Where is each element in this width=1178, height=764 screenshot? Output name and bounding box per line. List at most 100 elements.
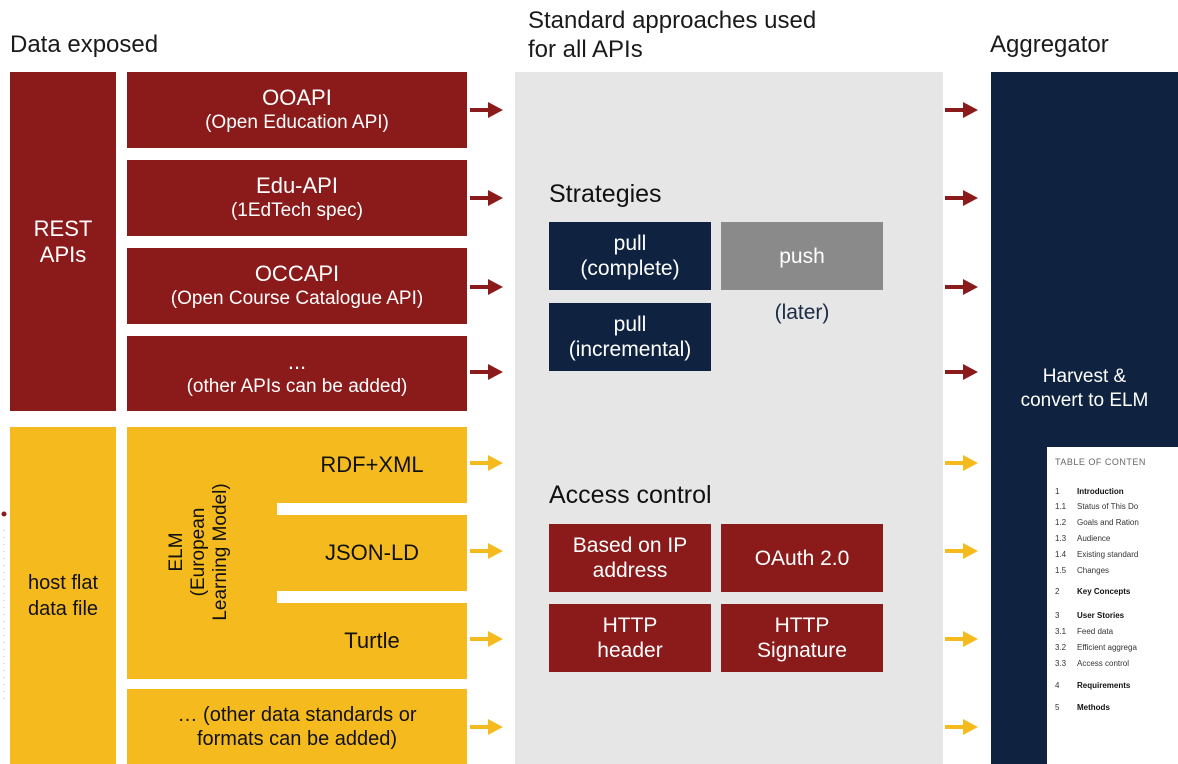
header-data-exposed: Data exposed xyxy=(10,31,159,58)
toc-row-number: 5 xyxy=(1055,703,1060,712)
format-label-rdf-xml: RDF+XML xyxy=(320,452,424,477)
api-sub: (Open Course Catalogue API) xyxy=(170,288,424,309)
toc-row-number: 1 xyxy=(1055,487,1060,496)
pull-complete-line1: pull xyxy=(613,232,647,255)
push-label: push xyxy=(779,244,825,268)
toc-row-text: Access control xyxy=(1077,659,1130,668)
flat-label-line2: data file xyxy=(27,597,99,620)
rest-apis-label: REST APIs xyxy=(10,72,116,411)
http-sig-line2: Signature xyxy=(757,639,847,662)
arrow-right-icon xyxy=(945,543,978,559)
toc-row-number: 3 xyxy=(1055,611,1060,620)
api-box-occapi: OCCAPI (Open Course Catalogue API) xyxy=(127,248,467,324)
http-header-line1: HTTP xyxy=(602,614,658,637)
toc-row-number: 1.1 xyxy=(1055,502,1067,511)
spec-document-thumbnail: TABLE OF CONTEN 1 Introduction 1.1 Status o… xyxy=(1047,447,1178,764)
arrow-right-icon xyxy=(945,102,978,118)
toc-row-text: Goals and Ration xyxy=(1077,518,1139,527)
toc-row-text: Changes xyxy=(1077,566,1110,575)
access-control-title: Access control xyxy=(549,481,712,509)
toc-row-number: 3.3 xyxy=(1055,659,1067,668)
toc-row-text: Efficient aggrega xyxy=(1077,643,1137,652)
harvest-line1: Harvest & xyxy=(1042,366,1127,387)
arrow-right-icon xyxy=(470,719,503,735)
toc-row-number: 1.4 xyxy=(1055,550,1067,559)
toc-row-number: 4 xyxy=(1055,681,1060,690)
format-label-turtle: Turtle xyxy=(344,628,400,653)
push-later-label: (later) xyxy=(774,301,830,324)
toc-row-number: 1.3 xyxy=(1055,534,1067,543)
api-name: OCCAPI xyxy=(254,261,340,286)
header-standard-line1: Standard approaches used xyxy=(528,7,817,34)
toc-row-number: 1.5 xyxy=(1055,566,1067,575)
arrow-right-icon xyxy=(945,364,978,380)
toc-row-text: Key Concepts xyxy=(1077,587,1131,596)
api-box-ooapi: OOAPI (Open Education API) xyxy=(127,72,467,148)
access-ip-address: Based on IP address xyxy=(549,524,711,592)
toc-row-number: 2 xyxy=(1055,587,1060,596)
toc-row-text: Feed data xyxy=(1077,627,1114,636)
arrow-right-icon xyxy=(470,543,503,559)
toc-row-text: Introduction xyxy=(1077,487,1124,496)
arrow-right-icon xyxy=(470,364,503,380)
api-name: OOAPI xyxy=(262,85,332,110)
ip-line2: address xyxy=(592,559,668,582)
access-http-signature: HTTP Signature xyxy=(721,604,883,672)
arrow-right-icon xyxy=(470,279,503,295)
http-header-line2: header xyxy=(597,639,663,662)
toc-row-number: 3.2 xyxy=(1055,643,1067,652)
toc-title: TABLE OF CONTEN xyxy=(1055,457,1146,467)
toc-row-number: 3.1 xyxy=(1055,627,1067,636)
arrow-right-icon xyxy=(945,631,978,647)
api-box-edu-api: Edu-API (1EdTech spec) xyxy=(127,160,467,236)
api-name: ... xyxy=(287,348,307,374)
access-oauth: OAuth 2.0 xyxy=(721,524,883,592)
toc-row-text: Existing standard xyxy=(1077,550,1139,559)
header-standard-line2: for all APIs xyxy=(528,36,643,63)
strategies-title: Strategies xyxy=(549,180,662,208)
toc-row-number: 1.2 xyxy=(1055,518,1067,527)
api-name: Edu-API xyxy=(256,173,338,198)
edge-dots xyxy=(0,510,8,710)
strategy-pull-incremental: pull (incremental) xyxy=(549,303,711,371)
toc-row-text: Status of This Do xyxy=(1077,502,1139,511)
format-box-rdf-xml xyxy=(127,427,467,503)
pull-incremental-line1: pull xyxy=(613,313,647,336)
harvest-line2: convert to ELM xyxy=(1020,390,1149,411)
toc-row-text: Requirements xyxy=(1077,681,1131,690)
api-sub: (1EdTech spec) xyxy=(230,200,363,221)
http-sig-line1: HTTP xyxy=(774,614,830,637)
toc-row-text: Methods xyxy=(1077,703,1110,712)
format-label-json-ld: JSON-LD xyxy=(324,540,420,565)
arrow-right-icon xyxy=(470,455,503,471)
arrow-right-icon xyxy=(945,190,978,206)
arrow-right-icon xyxy=(470,102,503,118)
ip-line1: Based on IP xyxy=(572,534,688,557)
toc-row-text: Audience xyxy=(1077,534,1111,543)
api-box-other: ... (other APIs can be added) xyxy=(127,336,467,411)
format-box-json-ld xyxy=(127,515,467,591)
arrow-right-icon xyxy=(470,190,503,206)
rest-label-line1: REST xyxy=(33,215,93,241)
flat-data-label: host flat data file xyxy=(10,427,116,764)
pull-incremental-line2: (incremental) xyxy=(568,338,692,361)
strategy-pull-complete: pull (complete) xyxy=(549,222,711,290)
arrow-right-icon xyxy=(945,455,978,471)
rest-label-line2: APIs xyxy=(39,241,87,267)
other-format-line1: … (other data standards or xyxy=(177,703,417,726)
arrow-right-icon xyxy=(470,631,503,647)
format-box-turtle xyxy=(127,603,467,679)
oauth-label: OAuth 2.0 xyxy=(754,546,850,570)
strategy-push: push xyxy=(721,222,883,290)
harvest-convert-label: Harvest & convert to ELM xyxy=(991,365,1178,413)
flat-label-line1: host flat xyxy=(27,571,99,594)
api-sub: (other APIs can be added) xyxy=(186,375,408,397)
format-box-other: … (other data standards or formats can b… xyxy=(127,689,467,764)
access-http-header: HTTP header xyxy=(549,604,711,672)
toc-row-text: User Stories xyxy=(1077,611,1125,620)
pull-complete-line2: (complete) xyxy=(580,257,680,280)
arrow-right-icon xyxy=(945,719,978,735)
other-format-line2: formats can be added) xyxy=(196,727,398,750)
arrow-right-icon xyxy=(945,279,978,295)
